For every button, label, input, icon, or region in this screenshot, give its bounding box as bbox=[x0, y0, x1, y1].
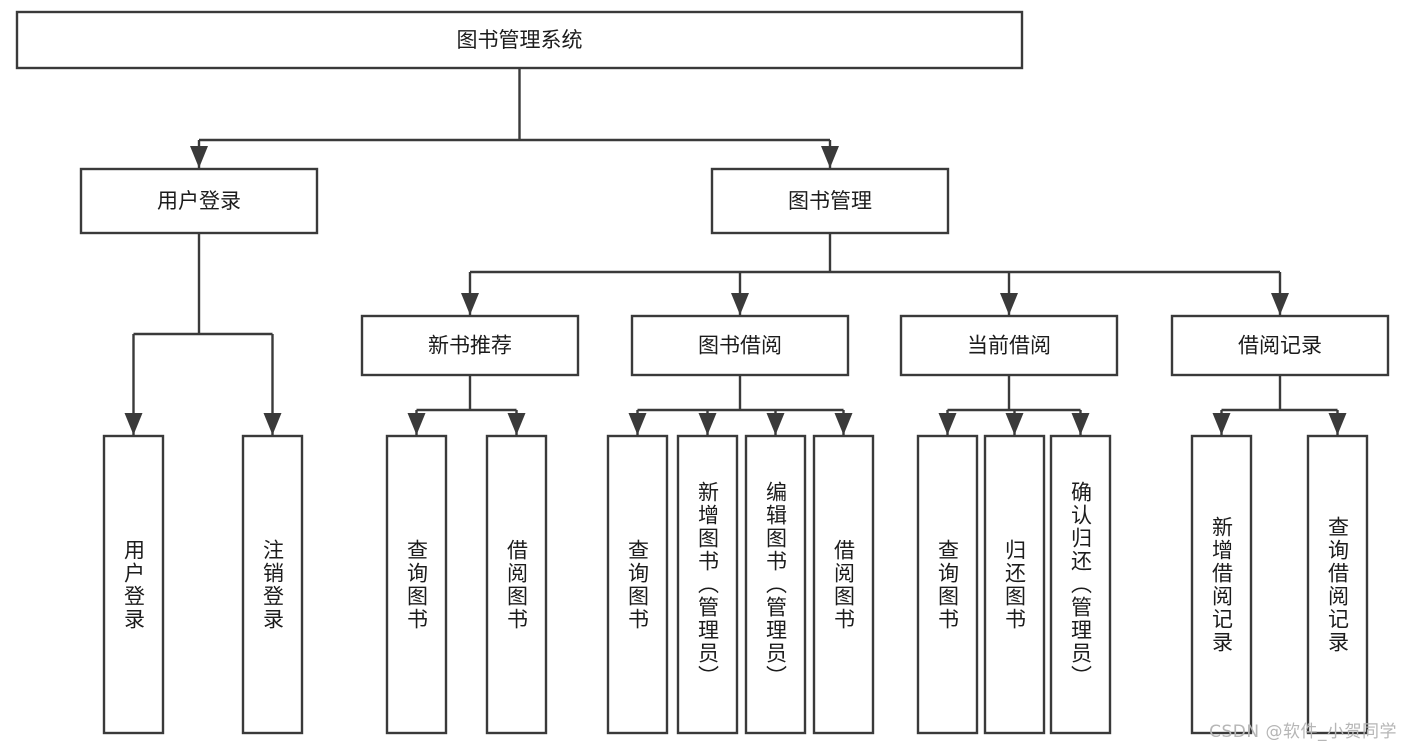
node-box-borrow-record[interactable] bbox=[1170, 314, 1390, 377]
node-label-book-manage: 图书管理 bbox=[788, 189, 872, 213]
node-label-root: 图书管理系统 bbox=[457, 28, 583, 52]
watermark-text: CSDN @软件_小贺同学 bbox=[1209, 722, 1397, 742]
connectors-layer bbox=[124, 68, 1347, 435]
node-box-user-login[interactable] bbox=[79, 167, 319, 235]
node-label-borrow-record: 借阅记录 bbox=[1238, 334, 1322, 358]
arrow-head-icon-leaf-add-book bbox=[698, 413, 717, 435]
node-box-root[interactable] bbox=[15, 10, 1024, 70]
node-box-leaf-query-book-3[interactable] bbox=[916, 434, 979, 735]
node-label-user-login: 用户登录 bbox=[157, 189, 241, 213]
arrow-head-icon-leaf-query-book-2 bbox=[628, 413, 647, 435]
node-box-leaf-borrow-book-1[interactable] bbox=[485, 434, 548, 735]
arrow-head-icon-current-borrow bbox=[1000, 293, 1018, 315]
arrow-head-icon-borrow-record bbox=[1271, 293, 1289, 315]
node-box-leaf-return-book[interactable] bbox=[983, 434, 1046, 735]
arrow-head-icon-leaf-query-record bbox=[1328, 413, 1347, 435]
node-box-book-borrow[interactable] bbox=[630, 314, 850, 377]
node-box-book-manage[interactable] bbox=[710, 167, 950, 235]
node-box-current-borrow[interactable] bbox=[899, 314, 1119, 377]
arrow-head-icon-book-borrow bbox=[731, 293, 749, 315]
arrow-head-icon-leaf-query-book-3 bbox=[938, 413, 957, 435]
node-box-leaf-user-login[interactable] bbox=[102, 434, 165, 735]
arrow-head-icon-leaf-confirm-return bbox=[1071, 413, 1090, 435]
node-box-leaf-add-book[interactable] bbox=[676, 434, 739, 735]
arrow-head-icon-book-manage bbox=[821, 146, 839, 168]
boxes-layer bbox=[15, 10, 1390, 735]
arrow-head-icon-new-book-recommend bbox=[461, 293, 479, 315]
arrow-head-icon-leaf-return-book bbox=[1005, 413, 1024, 435]
node-label-book-borrow: 图书借阅 bbox=[698, 334, 782, 358]
node-box-leaf-confirm-return[interactable] bbox=[1049, 434, 1112, 735]
node-box-new-book-recommend[interactable] bbox=[360, 314, 580, 377]
node-box-leaf-borrow-book-2[interactable] bbox=[812, 434, 875, 735]
arrow-head-icon-leaf-user-login bbox=[124, 413, 143, 435]
node-label-new-book-recommend: 新书推荐 bbox=[428, 334, 512, 358]
arrow-head-icon-leaf-query-book-1 bbox=[407, 413, 426, 435]
node-box-leaf-add-record[interactable] bbox=[1190, 434, 1253, 735]
node-box-leaf-edit-book[interactable] bbox=[744, 434, 807, 735]
arrow-head-icon-leaf-borrow-book-1 bbox=[507, 413, 526, 435]
node-box-leaf-query-record[interactable] bbox=[1306, 434, 1369, 735]
node-box-leaf-user-logout[interactable] bbox=[241, 434, 304, 735]
arrow-head-icon-leaf-borrow-book-2 bbox=[834, 413, 853, 435]
arrow-head-icon-leaf-edit-book bbox=[766, 413, 785, 435]
node-box-leaf-query-book-1[interactable] bbox=[385, 434, 448, 735]
arrow-head-icon-user-login bbox=[190, 146, 208, 168]
node-label-current-borrow: 当前借阅 bbox=[967, 334, 1051, 358]
arrow-head-icon-leaf-add-record bbox=[1212, 413, 1231, 435]
node-box-leaf-query-book-2[interactable] bbox=[606, 434, 669, 735]
arrow-head-icon-leaf-user-logout bbox=[263, 413, 282, 435]
